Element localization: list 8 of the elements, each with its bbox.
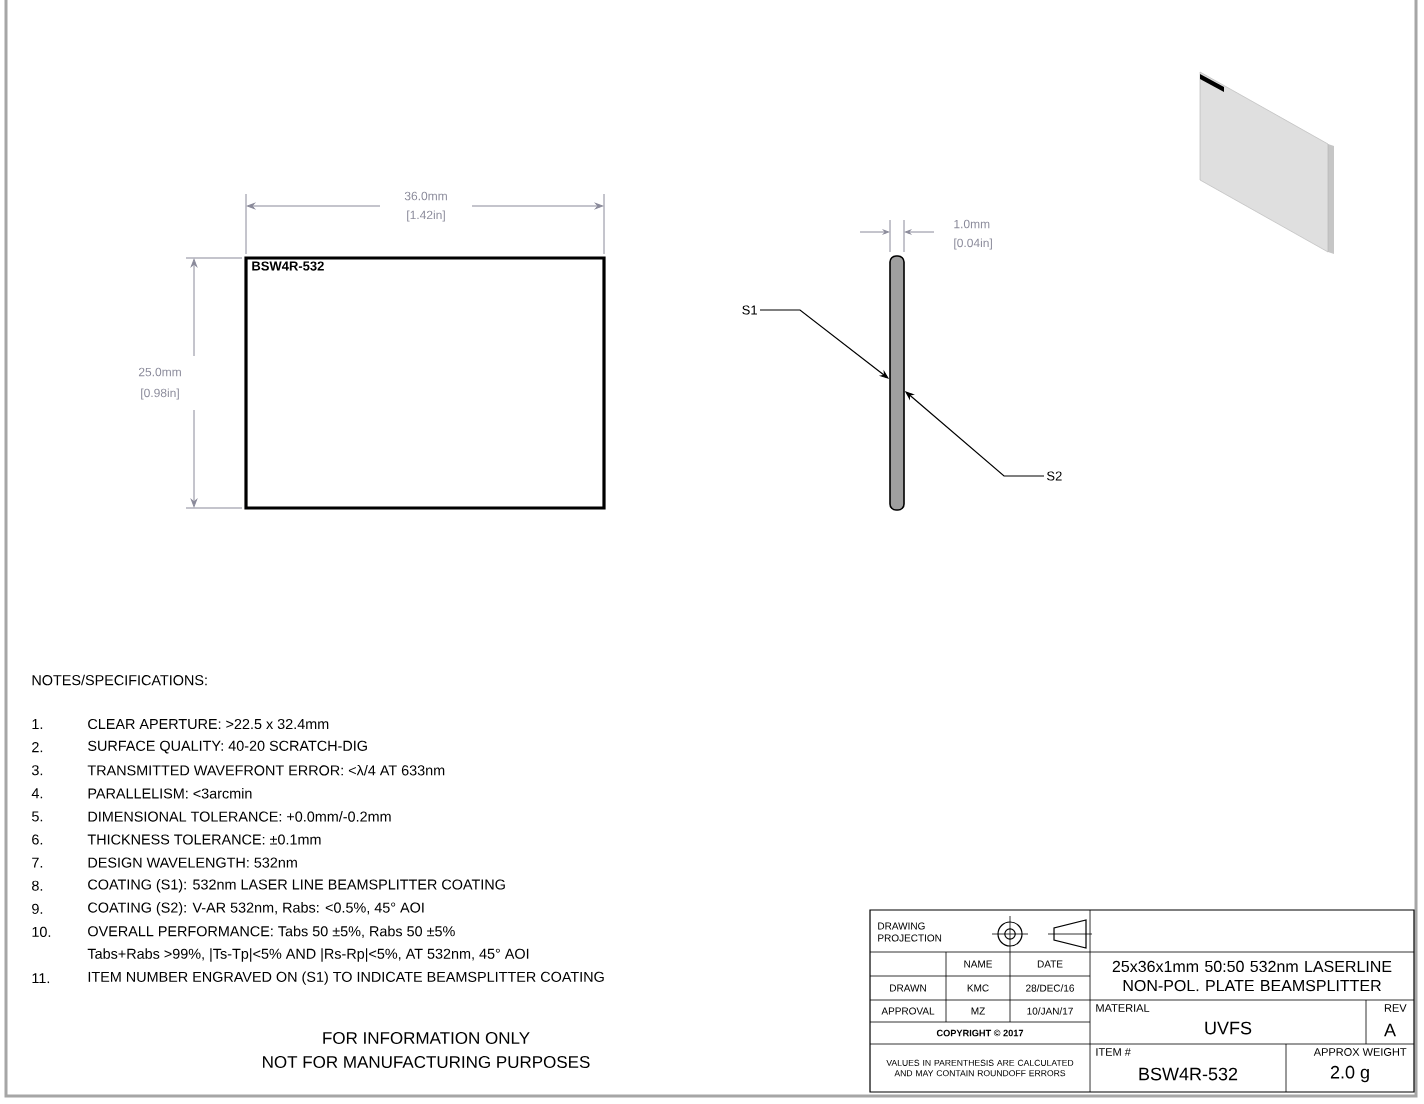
title-block-text: A [1384, 1023, 1396, 1037]
title-block-text: BSW4R-532 [1139, 1067, 1238, 1081]
disclaimer-text: NOT FOR MANUFACTURING PURPOSES [263, 1056, 590, 1068]
title-block-text: UVFS [1205, 1021, 1252, 1035]
title-block-text: 25x36x1mm 50:50 532nm LASERLINE NON-POL. PLATE BEAMSPLITTER [1112, 960, 1392, 992]
plate-edge-view [889, 255, 905, 511]
title-block-text: 2.0 g [1330, 1065, 1369, 1083]
disclaimer-text: FOR INFORMATION ONLY [323, 1032, 530, 1044]
